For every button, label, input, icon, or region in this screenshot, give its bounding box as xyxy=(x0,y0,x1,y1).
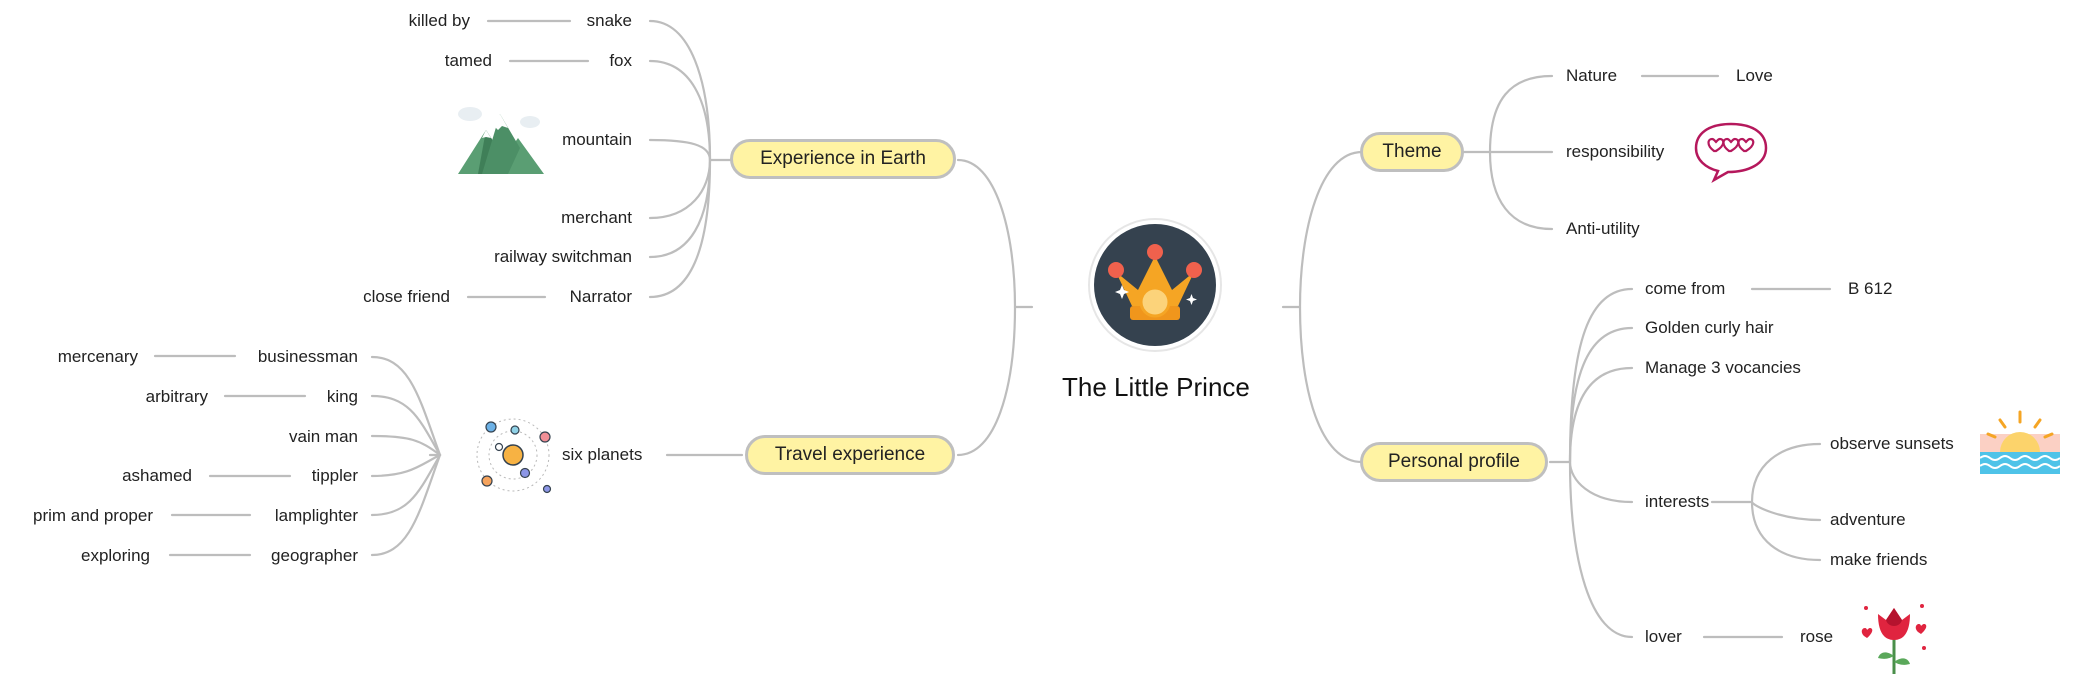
node-six-planets[interactable]: six planets xyxy=(562,445,643,464)
node-king[interactable]: king xyxy=(326,387,358,406)
topic-experience-in-earth[interactable]: Experience in Earth xyxy=(730,139,956,179)
node-exploring[interactable]: exploring xyxy=(81,546,150,565)
topic-theme[interactable]: Theme xyxy=(1360,132,1464,172)
node-adventure[interactable]: adventure xyxy=(1830,510,1906,529)
node-narrator[interactable]: Narrator xyxy=(569,287,632,306)
node-golden-curly-hair[interactable]: Golden curly hair xyxy=(1645,318,1774,337)
node-lover[interactable]: lover xyxy=(1645,627,1682,646)
node-snake[interactable]: snake xyxy=(586,11,632,30)
node-vain-man[interactable]: vain man xyxy=(289,427,358,446)
node-come-from[interactable]: come from xyxy=(1645,279,1726,298)
node-rose[interactable]: rose xyxy=(1800,627,1834,646)
node-railway-switchman[interactable]: railway switchman xyxy=(494,247,632,266)
node-prim-and-proper[interactable]: prim and proper xyxy=(32,506,153,525)
node-anti-utility[interactable]: Anti-utility xyxy=(1566,219,1640,238)
node-mercenary[interactable]: mercenary xyxy=(57,347,138,366)
node-tippler[interactable]: tippler xyxy=(311,466,358,485)
node-arbitrary[interactable]: arbitrary xyxy=(145,387,208,406)
node-ashamed[interactable]: ashamed xyxy=(122,466,192,485)
node-responsibility[interactable]: responsibility xyxy=(1566,142,1665,161)
central-topic-title[interactable]: The Little Prince xyxy=(1062,372,1250,402)
node-nature[interactable]: Nature xyxy=(1566,66,1618,85)
node-geographer[interactable]: geographer xyxy=(271,546,358,565)
node-interests[interactable]: interests xyxy=(1645,492,1710,511)
topic-personal-profile[interactable]: Personal profile xyxy=(1360,442,1548,482)
node-tamed[interactable]: tamed xyxy=(444,51,492,70)
node-b612[interactable]: B 612 xyxy=(1848,279,1893,298)
crown-icon xyxy=(1088,218,1222,352)
node-close-friend[interactable]: close friend xyxy=(363,287,450,306)
rose-icon xyxy=(1861,604,1927,674)
node-mountain[interactable]: mountain xyxy=(562,130,632,149)
node-killed-by[interactable]: killed by xyxy=(408,11,470,30)
node-manage-vocancies[interactable]: Manage 3 vocancies xyxy=(1645,358,1801,377)
solar-system-icon xyxy=(476,418,552,494)
node-merchant[interactable]: merchant xyxy=(561,208,632,227)
node-observe-sunsets[interactable]: observe sunsets xyxy=(1830,434,1954,453)
node-fox[interactable]: fox xyxy=(609,51,632,70)
node-make-friends[interactable]: make friends xyxy=(1830,550,1928,569)
node-love[interactable]: Love xyxy=(1736,66,1773,85)
sunset-icon xyxy=(1979,410,2061,474)
topic-travel-experience[interactable]: Travel experience xyxy=(745,435,955,475)
node-lamplighter[interactable]: lamplighter xyxy=(274,506,358,525)
mountain-icon xyxy=(458,107,544,174)
heart-speech-bubble-icon xyxy=(1694,122,1768,183)
node-businessman[interactable]: businessman xyxy=(257,347,358,366)
